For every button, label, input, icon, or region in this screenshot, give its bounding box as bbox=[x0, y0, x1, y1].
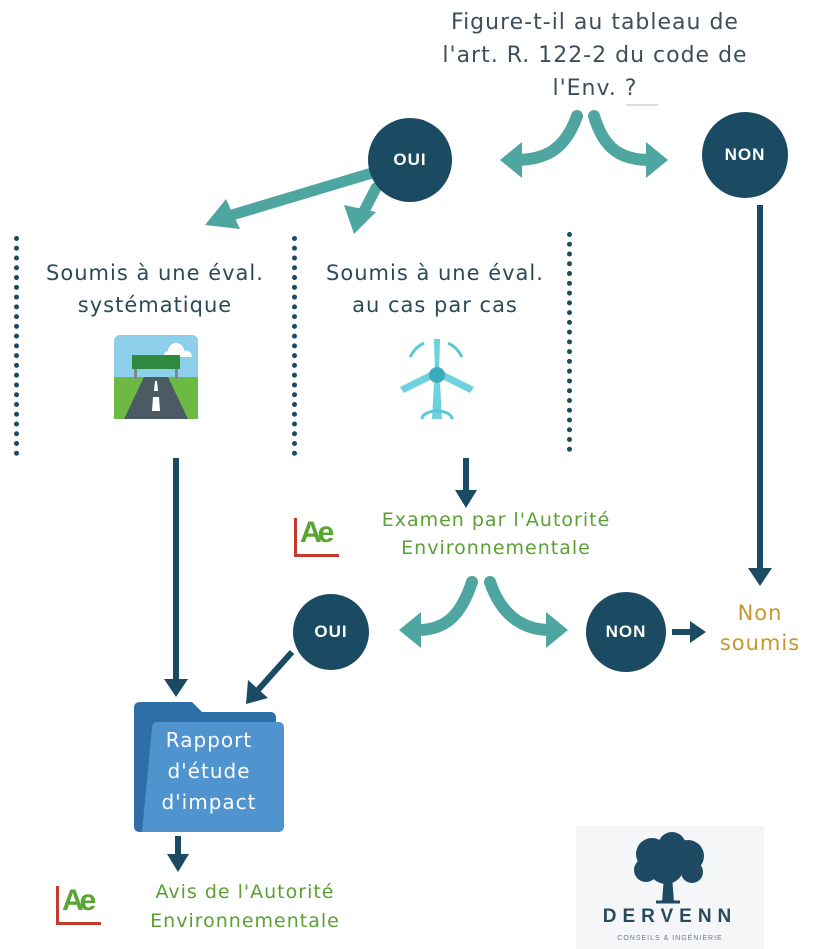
arrow-non-to-non-soumis bbox=[748, 205, 772, 586]
arrow-bottom-oui-to-rapport bbox=[246, 649, 295, 704]
bottom-oui-circle: OUI bbox=[293, 594, 369, 670]
question-text: Figure-t-il au tableau de l'art. R. 122-… bbox=[400, 6, 790, 105]
highway-icon bbox=[114, 335, 198, 419]
non-soumis-line-1: Non bbox=[737, 601, 783, 625]
bottom-non-label: NON bbox=[605, 622, 647, 641]
systematique-line-2: systématique bbox=[77, 293, 233, 317]
dotted-divider-middle bbox=[292, 236, 297, 456]
rapport-line-3: d'impact bbox=[161, 790, 257, 814]
avis-line-1: Avis de l'Autorité bbox=[155, 881, 335, 903]
brand-name: DERVENN bbox=[602, 906, 738, 927]
arrow-systematique-to-rapport bbox=[164, 458, 188, 697]
arrow-to-top-oui bbox=[500, 110, 583, 178]
oak-tree-icon bbox=[634, 832, 704, 904]
non-soumis-text: Non soumis bbox=[700, 598, 820, 658]
examen-line-2: Environnementale bbox=[401, 537, 591, 559]
arrow-oui-to-cas-par-cas bbox=[344, 182, 382, 234]
ae-logo-text-avis: Ae bbox=[62, 884, 96, 917]
examen-text: Examen par l'Autorité Environnementale bbox=[346, 506, 646, 562]
ae-logo-text: Ae bbox=[300, 516, 334, 549]
avis-text: Avis de l'Autorité Environnementale bbox=[110, 878, 380, 936]
systematique-line-1: Soumis à une éval. bbox=[46, 261, 264, 285]
avis-line-2: Environnementale bbox=[150, 910, 340, 932]
cas-par-cas-line-2: au cas par cas bbox=[352, 293, 518, 317]
category-systematique: Soumis à une éval. systématique bbox=[20, 257, 290, 321]
rapport-line-2: d'étude bbox=[167, 759, 251, 783]
arrow-to-examen bbox=[455, 458, 477, 508]
non-soumis-line-2: soumis bbox=[719, 631, 801, 655]
dotted-divider-right bbox=[567, 232, 572, 452]
top-oui-label: OUI bbox=[393, 150, 427, 169]
category-cas-par-cas: Soumis à une éval. au cas par cas bbox=[302, 257, 568, 321]
wind-turbine-icon bbox=[400, 339, 474, 420]
question-underline bbox=[626, 104, 658, 106]
arrow-rapport-to-avis bbox=[167, 836, 189, 872]
brand-tagline: CONSEILS & INGÉNIERIE bbox=[617, 935, 723, 942]
dotted-divider-left bbox=[14, 236, 19, 456]
arrow-to-top-non bbox=[588, 110, 668, 178]
arrow-to-bottom-non bbox=[484, 576, 568, 648]
folder-icon bbox=[134, 702, 284, 832]
question-line-3: l'Env. ? bbox=[552, 76, 638, 101]
ae-logo-icon-avis: Ae bbox=[56, 884, 101, 925]
arrow-oui-to-systematique bbox=[205, 167, 378, 229]
top-non-circle: NON bbox=[702, 112, 788, 198]
arrow-to-bottom-oui bbox=[399, 576, 478, 648]
ae-logo-icon-examen: Ae bbox=[294, 516, 339, 557]
top-oui-circle: OUI bbox=[368, 118, 452, 202]
top-non-label: NON bbox=[724, 145, 766, 164]
rapport-line-1: Rapport bbox=[165, 728, 253, 752]
cas-par-cas-line-1: Soumis à une éval. bbox=[326, 261, 544, 285]
bottom-oui-label: OUI bbox=[314, 622, 348, 641]
arrow-bottom-non-to-non-soumis bbox=[672, 621, 706, 643]
question-line-2: l'art. R. 122-2 du code de bbox=[442, 43, 748, 68]
examen-line-1: Examen par l'Autorité bbox=[381, 509, 611, 531]
question-line-1: Figure-t-il au tableau de bbox=[451, 10, 739, 35]
rapport-text: Rapport d'étude d'impact bbox=[134, 725, 284, 818]
bottom-non-circle: NON bbox=[586, 592, 666, 672]
